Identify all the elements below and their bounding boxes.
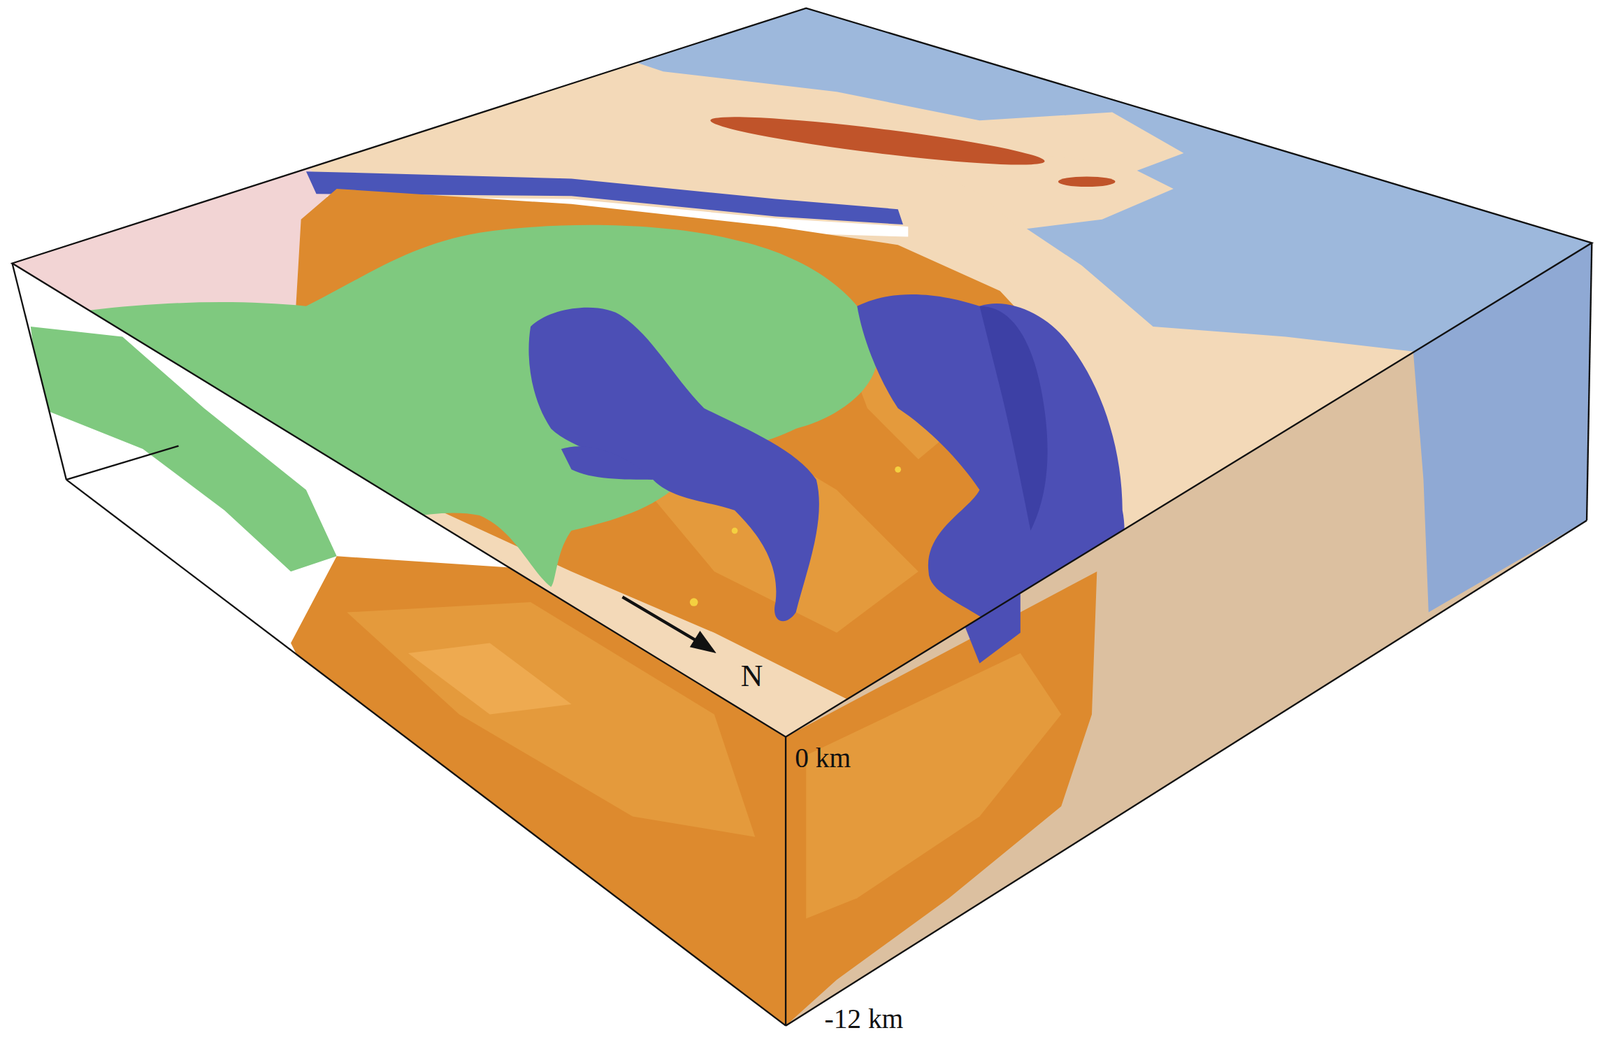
north-arrow xyxy=(622,596,716,653)
north-label: N xyxy=(740,658,764,693)
depth-label: -12 km xyxy=(824,1003,904,1034)
top-face xyxy=(0,0,1600,737)
depth-label: 0 km xyxy=(794,743,851,774)
box-edges xyxy=(12,8,1593,1026)
